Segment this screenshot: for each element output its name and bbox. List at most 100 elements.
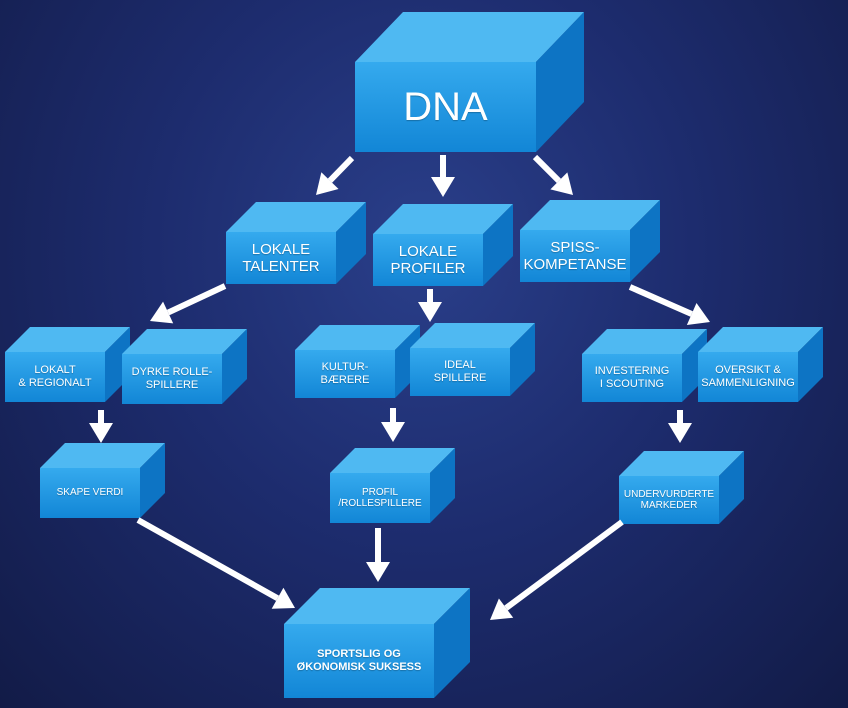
node-investering-scouting-box xyxy=(582,329,707,402)
box-top-face xyxy=(40,443,165,468)
box-front-face xyxy=(295,350,395,398)
box-side-face xyxy=(140,443,165,518)
box-front-face xyxy=(410,348,510,396)
node-kulturbaerere-box xyxy=(295,325,420,398)
box-side-face xyxy=(434,588,470,698)
node-dyrke-rollespillere-label: DYRKE ROLLE- SPILLERE xyxy=(131,366,213,391)
arrow-skape-to-suksess xyxy=(136,517,295,609)
node-oversikt-sammenligning-box xyxy=(698,327,823,402)
arrow-profil-to-suksess xyxy=(366,528,390,582)
box-front-face xyxy=(122,354,222,404)
node-lokale-talenter-label: LOKALE TALENTER xyxy=(242,240,320,275)
arrow-spiss-to-oversikt xyxy=(628,284,710,325)
arrow-head xyxy=(686,302,710,325)
node-sportslig-suksess-box xyxy=(284,588,470,698)
node-skape-verdi-label: SKAPE VERDI xyxy=(56,487,124,499)
arrow-dna-to-lokale-profiler xyxy=(431,155,455,197)
arrow-undervurderte-to-suksess xyxy=(490,519,624,620)
box-front-face xyxy=(40,468,140,518)
box-side-face xyxy=(630,200,660,282)
box-top-face xyxy=(582,329,707,354)
arrow-dna-to-spisskompetanse xyxy=(532,154,573,195)
node-lokale-profiler-label: LOKALE PROFILER xyxy=(390,242,466,277)
node-profil-rollespillere-box xyxy=(330,448,455,523)
box-front-face xyxy=(284,624,434,698)
arrow-lokalt-to-skape xyxy=(89,410,113,443)
node-undervurderte-markeder-box xyxy=(619,451,744,524)
node-sportslig-suksess-label: SPORTSLIG OG ØKONOMISK SUKSESS xyxy=(296,648,422,673)
node-skape-verdi-box xyxy=(40,443,165,518)
node-spisskompetanse-label: SPISS- KOMPETANSE xyxy=(523,238,627,273)
node-investering-scouting-label: INVESTERING I SCOUTING xyxy=(594,365,670,390)
node-profil-rollespillere-label: PROFIL /ROLLESPILLERE xyxy=(338,486,422,510)
box-side-face xyxy=(510,323,535,396)
box-side-face xyxy=(798,327,823,402)
arrow-head xyxy=(668,423,692,443)
arrow-head xyxy=(366,562,390,582)
box-front-face xyxy=(5,352,105,402)
box-top-face xyxy=(284,588,470,624)
box-front-face xyxy=(582,354,682,402)
arrows-layer xyxy=(89,154,710,620)
arrow-shaft xyxy=(327,155,355,183)
node-lokale-talenter-box xyxy=(226,202,366,284)
node-dna-label: DNA xyxy=(403,85,488,129)
arrow-profiler-to-kultur xyxy=(418,289,442,322)
boxes-layer xyxy=(5,12,823,698)
box-front-face xyxy=(698,352,798,402)
node-spisskompetanse-box xyxy=(520,200,660,282)
node-ideal-spillere-label: IDEAL SPILLERE xyxy=(433,359,487,384)
arrow-head xyxy=(431,177,455,197)
node-kulturbaerere-label: KULTUR- BÆRERE xyxy=(320,361,370,386)
arrow-head xyxy=(271,587,295,609)
arrow-shaft xyxy=(166,283,227,316)
arrow-dna-to-lokale-talenter xyxy=(316,155,355,195)
box-front-face xyxy=(520,230,630,282)
box-front-face xyxy=(226,232,336,284)
box-top-face xyxy=(5,327,130,352)
node-dyrke-rollespillere-box xyxy=(122,329,247,404)
box-top-face xyxy=(410,323,535,348)
arrow-shaft xyxy=(532,154,561,183)
arrow-shaft xyxy=(504,519,624,611)
node-lokale-profiler-box xyxy=(373,204,513,286)
arrow-head xyxy=(490,598,514,620)
box-top-face xyxy=(619,451,744,476)
node-lokalt-regionalt-label: LOKALT & REGIONALT xyxy=(18,364,92,389)
arrow-investering-to-undervurderte xyxy=(668,410,692,443)
arrow-shaft xyxy=(136,517,280,601)
box-side-face xyxy=(336,202,366,284)
box-front-face xyxy=(619,476,719,524)
box-side-face xyxy=(719,451,744,524)
box-side-face xyxy=(682,329,707,402)
arrow-head xyxy=(89,423,113,443)
box-top-face xyxy=(355,12,584,62)
box-side-face xyxy=(430,448,455,523)
box-front-face xyxy=(330,473,430,523)
box-side-face xyxy=(395,325,420,398)
arrow-head xyxy=(418,302,442,322)
arrow-talenter-to-lokalt xyxy=(150,283,227,324)
box-side-face xyxy=(222,329,247,404)
box-top-face xyxy=(226,202,366,232)
node-undervurderte-markeder-label: UNDERVURDERTE MARKEDER xyxy=(623,488,715,512)
box-top-face xyxy=(698,327,823,352)
node-oversikt-sammenligning-label: OVERSIKT & SAMMENLIGNING xyxy=(701,364,795,389)
box-top-face xyxy=(373,204,513,234)
box-top-face xyxy=(295,325,420,350)
box-side-face xyxy=(536,12,584,152)
node-dna-box xyxy=(355,12,584,152)
box-front-face xyxy=(373,234,483,286)
box-top-face xyxy=(520,200,660,230)
arrow-head xyxy=(550,172,573,195)
arrow-head xyxy=(150,301,174,324)
arrow-shaft xyxy=(628,284,693,317)
node-lokalt-regionalt-box xyxy=(5,327,130,402)
box-top-face xyxy=(122,329,247,354)
node-ideal-spillere-box xyxy=(410,323,535,396)
box-side-face xyxy=(483,204,513,286)
arrow-head xyxy=(316,172,339,195)
box-front-face xyxy=(355,62,536,152)
box-top-face xyxy=(330,448,455,473)
